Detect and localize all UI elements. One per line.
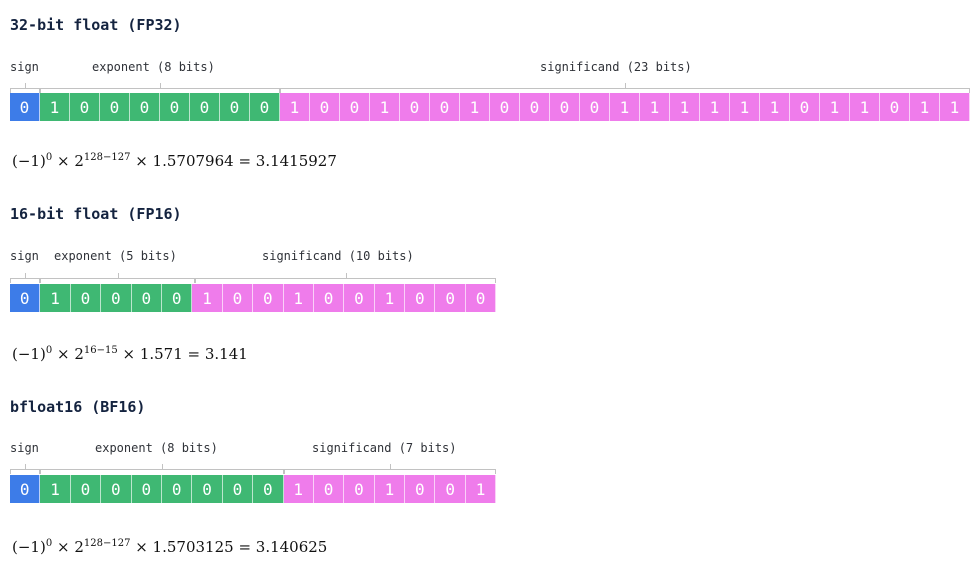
fp32-exponent-label: exponent (8 bits) xyxy=(92,60,215,74)
significand-bit: 0 xyxy=(253,284,284,312)
fp16-significand-label: significand (10 bits) xyxy=(262,249,414,263)
fp16-exponent-label: exponent (5 bits) xyxy=(54,249,177,263)
exponent-bit: 0 xyxy=(131,284,162,312)
fp16-sign-label: sign xyxy=(10,249,39,263)
significand-bit: 0 xyxy=(344,475,375,503)
exponent-bit: 0 xyxy=(161,284,193,312)
exponent-bit: 1 xyxy=(40,284,71,312)
significand-bit: 1 xyxy=(700,93,730,121)
exponent-bit: 0 xyxy=(190,93,220,121)
fp32-title: 32-bit float (FP32) xyxy=(10,16,182,34)
significand-bit: 0 xyxy=(222,284,254,312)
exponent-bit: 0 xyxy=(161,475,193,503)
exponent-bit: 0 xyxy=(101,284,132,312)
significand-bit: 1 xyxy=(374,284,406,312)
exponent-bit: 1 xyxy=(40,93,70,121)
fp16-sign-bracket xyxy=(10,273,40,283)
bf16-exponent-bracket xyxy=(40,464,284,474)
exponent-bit: 0 xyxy=(160,93,190,121)
significand-bit: 0 xyxy=(405,475,436,503)
exponent-bit: 0 xyxy=(130,93,160,121)
significand-bit: 0 xyxy=(400,93,430,121)
significand-bit: 0 xyxy=(340,93,370,121)
exponent-bit: 0 xyxy=(70,93,100,121)
significand-bit: 1 xyxy=(850,93,880,121)
exponent-bit: 0 xyxy=(253,475,284,503)
fp16-title: 16-bit float (FP16) xyxy=(10,205,182,223)
exponent-bit: 0 xyxy=(70,284,102,312)
exponent-bit: 0 xyxy=(131,475,162,503)
sign-bit: 0 xyxy=(10,93,40,121)
significand-bit: 0 xyxy=(313,284,345,312)
significand-bit: 0 xyxy=(880,93,910,121)
significand-bit: 0 xyxy=(790,93,820,121)
bf16-formula: (−1)0 × 2128−127 × 1.5703125 = 3.140625 xyxy=(12,538,328,556)
fp32-formula: (−1)0 × 2128−127 × 1.5707964 = 3.1415927 xyxy=(12,152,337,170)
fp32-sign-bracket xyxy=(10,83,40,93)
bf16-significand-label: significand (7 bits) xyxy=(312,441,457,455)
significand-bit: 1 xyxy=(760,93,790,121)
fp32-significand-label: significand (23 bits) xyxy=(540,60,692,74)
significand-bit: 1 xyxy=(730,93,760,121)
exponent-bit: 0 xyxy=(222,475,254,503)
fp32-significand-bracket xyxy=(280,83,970,93)
significand-bit: 0 xyxy=(580,93,610,121)
exponent-bit: 0 xyxy=(70,475,102,503)
fp32-sign-label: sign xyxy=(10,60,39,74)
bf16-exponent-label: exponent (8 bits) xyxy=(95,441,218,455)
significand-bit: 1 xyxy=(283,475,314,503)
significand-bit: 0 xyxy=(490,93,520,121)
significand-bit: 0 xyxy=(344,284,375,312)
bf16-title: bfloat16 (BF16) xyxy=(10,398,146,416)
significand-bit: 0 xyxy=(313,475,345,503)
significand-bit: 0 xyxy=(405,284,436,312)
exponent-bit: 0 xyxy=(100,93,130,121)
significand-bit: 0 xyxy=(465,284,497,312)
fp32-exponent-bracket xyxy=(40,83,280,93)
significand-bit: 1 xyxy=(374,475,406,503)
sign-bit: 0 xyxy=(10,284,41,312)
significand-bit: 0 xyxy=(310,93,340,121)
significand-bit: 1 xyxy=(910,93,940,121)
bf16-significand-bracket xyxy=(284,464,496,474)
significand-bit: 0 xyxy=(430,93,460,121)
significand-bit: 1 xyxy=(670,93,700,121)
significand-bit: 1 xyxy=(283,284,314,312)
significand-bit: 0 xyxy=(520,93,550,121)
bf16-sign-bracket xyxy=(10,464,40,474)
exponent-bit: 0 xyxy=(220,93,250,121)
significand-bit: 0 xyxy=(435,475,466,503)
significand-bit: 1 xyxy=(940,93,970,121)
significand-bit: 1 xyxy=(370,93,400,121)
significand-bit: 1 xyxy=(460,93,490,121)
significand-bit: 1 xyxy=(820,93,850,121)
exponent-bit: 1 xyxy=(40,475,71,503)
fp16-exponent-bracket xyxy=(40,273,195,283)
significand-bit: 0 xyxy=(435,284,466,312)
significand-bit: 1 xyxy=(610,93,640,121)
bf16-sign-label: sign xyxy=(10,441,39,455)
significand-bit: 1 xyxy=(280,93,310,121)
significand-bit: 1 xyxy=(465,475,497,503)
fp16-formula: (−1)0 × 216−15 × 1.571 = 3.141 xyxy=(12,345,248,363)
significand-bit: 0 xyxy=(550,93,580,121)
sign-bit: 0 xyxy=(10,475,41,503)
fp16-significand-bracket xyxy=(195,273,496,283)
exponent-bit: 0 xyxy=(250,93,280,121)
exponent-bit: 0 xyxy=(101,475,132,503)
significand-bit: 1 xyxy=(640,93,670,121)
exponent-bit: 0 xyxy=(192,475,223,503)
significand-bit: 1 xyxy=(192,284,223,312)
